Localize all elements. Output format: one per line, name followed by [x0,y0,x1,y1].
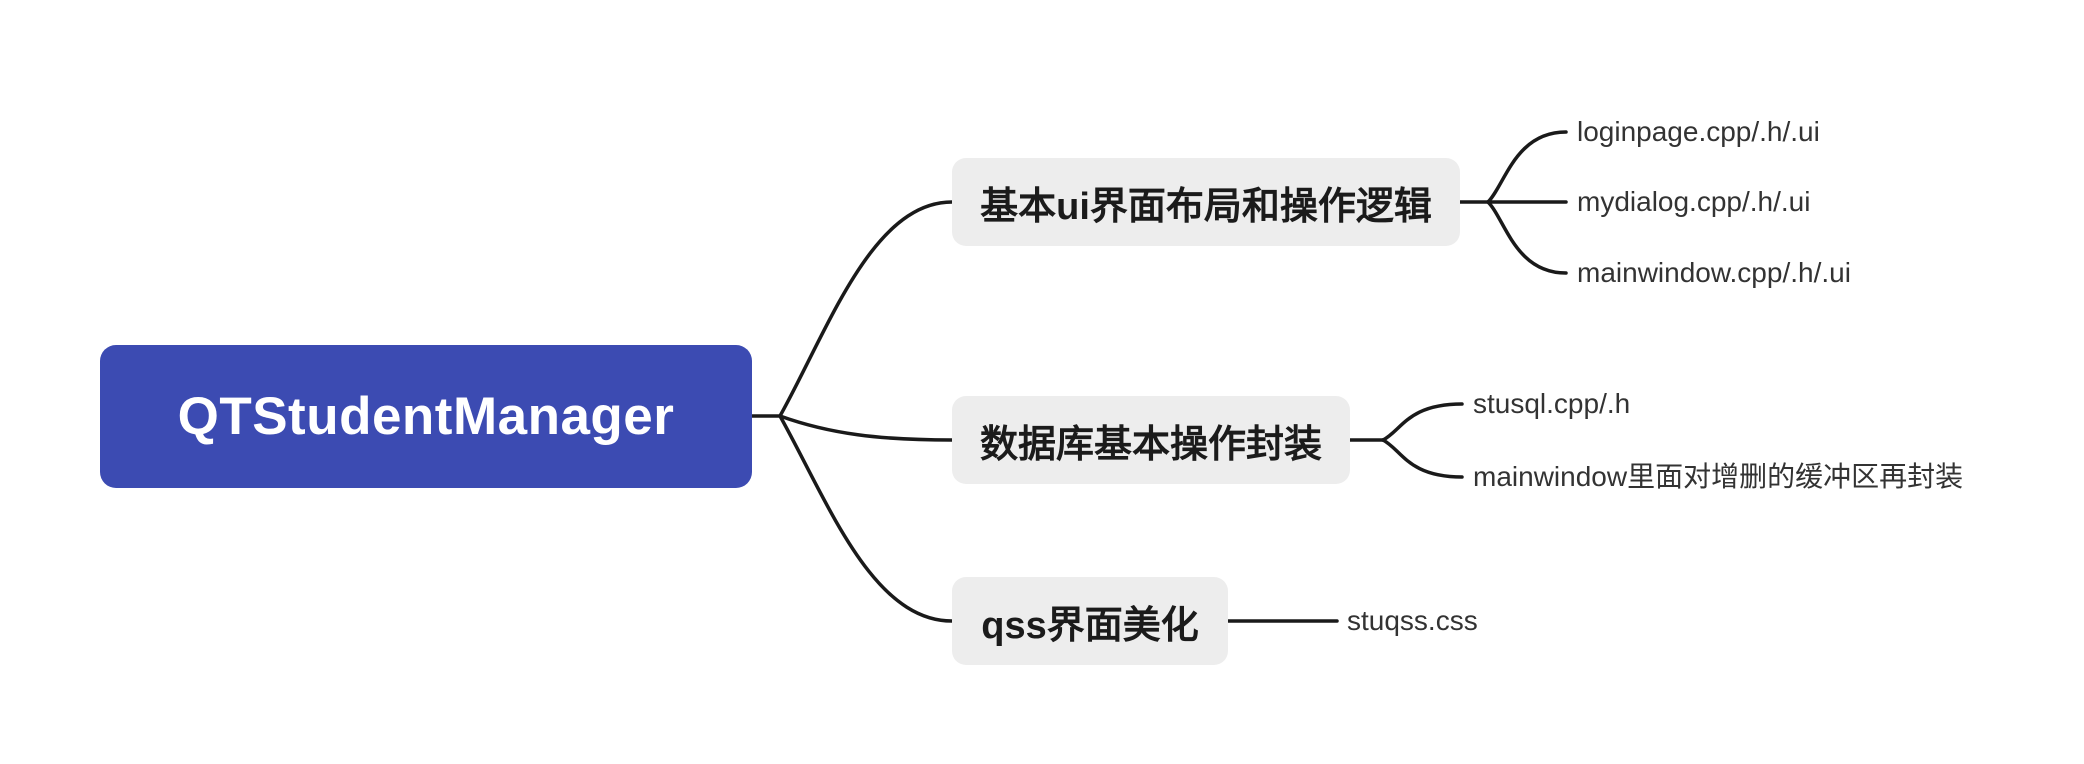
leaf-node-mydialog[interactable]: mydialog.cpp/.h/.ui [1577,186,1811,217]
leaf-node-stusql[interactable]: stusql.cpp/.h [1473,388,1631,419]
leaf-node-loginpage[interactable]: loginpage.cpp/.h/.ui [1577,116,1820,147]
branch-node-database-ops[interactable]: 数据库基本操作封装 [952,396,1350,484]
leaf-node-stuqss[interactable]: stuqss.css [1347,605,1478,636]
connector-line [1381,438,1464,479]
connector-line [1486,130,1568,204]
connector-line [778,414,954,623]
branch-node-qss-styling[interactable]: qss界面美化 [952,577,1228,665]
connector-line [778,200,954,418]
leaf-node-mainwindow[interactable]: mainwindow.cpp/.h/.ui [1577,257,1851,288]
root-node-qtstudentmanager[interactable]: QTStudentManager [100,345,752,488]
connector-line [778,414,954,442]
connector-line [1486,200,1568,275]
branch-node-ui-layout[interactable]: 基本ui界面布局和操作逻辑 [952,158,1460,246]
leaf-node-mainwindow-buffer-wrap[interactable]: mainwindow里面对增删的缓冲区再封装 [1473,461,1964,492]
connector-line [1381,402,1464,442]
